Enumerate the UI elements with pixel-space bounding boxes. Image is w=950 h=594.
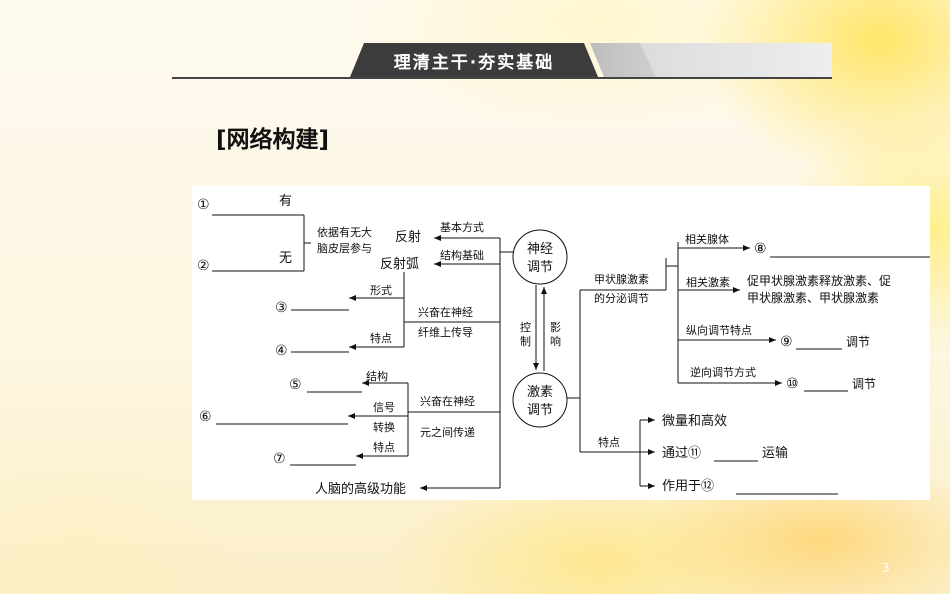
label-micro-efficient: 微量和高效 xyxy=(662,413,727,429)
label-wu: 无 xyxy=(279,251,292,266)
concept-map-panel xyxy=(192,186,930,500)
node-neural-line2: 调节 xyxy=(527,260,553,275)
blank-9-marker: ⑨ xyxy=(780,334,793,350)
label-basis-line1: 依据有无大 xyxy=(317,225,372,239)
label-control-2: 制 xyxy=(520,335,531,348)
label-influence-1: 影 xyxy=(550,321,561,334)
label-feature: 特点 xyxy=(370,331,392,345)
node-hormone-line2: 调节 xyxy=(527,403,553,418)
banner-text: 理清主干·夯实基础 xyxy=(393,52,555,73)
label-related-gland: 相关腺体 xyxy=(685,232,729,246)
label-transport: 运输 xyxy=(762,445,788,461)
label-transmission-line2: 元之间传递 xyxy=(420,425,475,439)
blank-7-marker: ⑦ xyxy=(273,451,286,467)
label-transmission-line1: 兴奋在神经 xyxy=(420,394,475,408)
blank-2-marker: ② xyxy=(197,258,210,274)
node-hormone-line1: 激素 xyxy=(527,385,553,400)
label-influence-2: 响 xyxy=(550,335,561,348)
label-basic-way: 基本方式 xyxy=(440,220,484,234)
label-basis-line2: 脑皮层参与 xyxy=(317,241,372,255)
label-thyroid-line1: 甲状腺激素 xyxy=(594,272,649,286)
blank-10-marker: ⑩ xyxy=(786,376,799,392)
label-you: 有 xyxy=(279,194,292,209)
label-hormones-line1: 促甲状腺激素释放激素、促 xyxy=(747,273,891,288)
label-vertical-feature: 纵向调节特点 xyxy=(686,323,752,337)
label-acts-on-12: 作用于⑫ xyxy=(662,479,714,494)
page-number: 3 xyxy=(882,561,890,575)
label-structure: 结构 xyxy=(366,369,388,383)
label-reflex: 反射 xyxy=(395,229,421,245)
node-neural-line1: 神经 xyxy=(527,242,553,257)
banner-gray-strip xyxy=(640,43,832,77)
label-signal: 信号 xyxy=(373,401,395,414)
blank-6-marker: ⑥ xyxy=(199,409,212,425)
blank-4-marker: ④ xyxy=(275,343,288,359)
label-regulation-2: 调节 xyxy=(852,377,876,391)
blank-3-marker: ③ xyxy=(275,300,288,316)
header-rule xyxy=(172,77,832,79)
label-regulation-1: 调节 xyxy=(846,335,870,349)
label-reflex-arc: 反射弧 xyxy=(380,256,419,272)
blank-5-marker: ⑤ xyxy=(289,377,302,393)
label-form: 形式 xyxy=(370,284,392,297)
label-brain-function: 人脑的高级功能 xyxy=(315,481,406,497)
label-feature-2: 特点 xyxy=(373,440,395,454)
connector-lines xyxy=(212,214,930,495)
blank-8-marker: ⑧ xyxy=(754,241,767,257)
label-hormones-line2: 甲状腺激素、甲状腺激素 xyxy=(747,291,879,305)
label-structural-basis: 结构基础 xyxy=(440,248,484,262)
label-related-hormone: 相关激素 xyxy=(686,275,730,289)
label-reverse-mode: 逆向调节方式 xyxy=(690,365,756,379)
label-hormone-feature: 特点 xyxy=(598,435,620,449)
label-control-1: 控 xyxy=(520,320,531,334)
section-banner: 理清主干·夯实基础 xyxy=(350,43,598,77)
label-via-11: 通过⑪ xyxy=(662,446,701,461)
label-conduction-line2: 纤维上传导 xyxy=(418,326,473,339)
section-title: [网络构建] xyxy=(216,127,330,153)
label-conduction-line1: 兴奋在神经 xyxy=(418,305,473,319)
blank-1-marker: ① xyxy=(197,197,210,213)
label-convert: 转换 xyxy=(373,420,395,434)
label-thyroid-line2: 的分泌调节 xyxy=(594,291,649,305)
